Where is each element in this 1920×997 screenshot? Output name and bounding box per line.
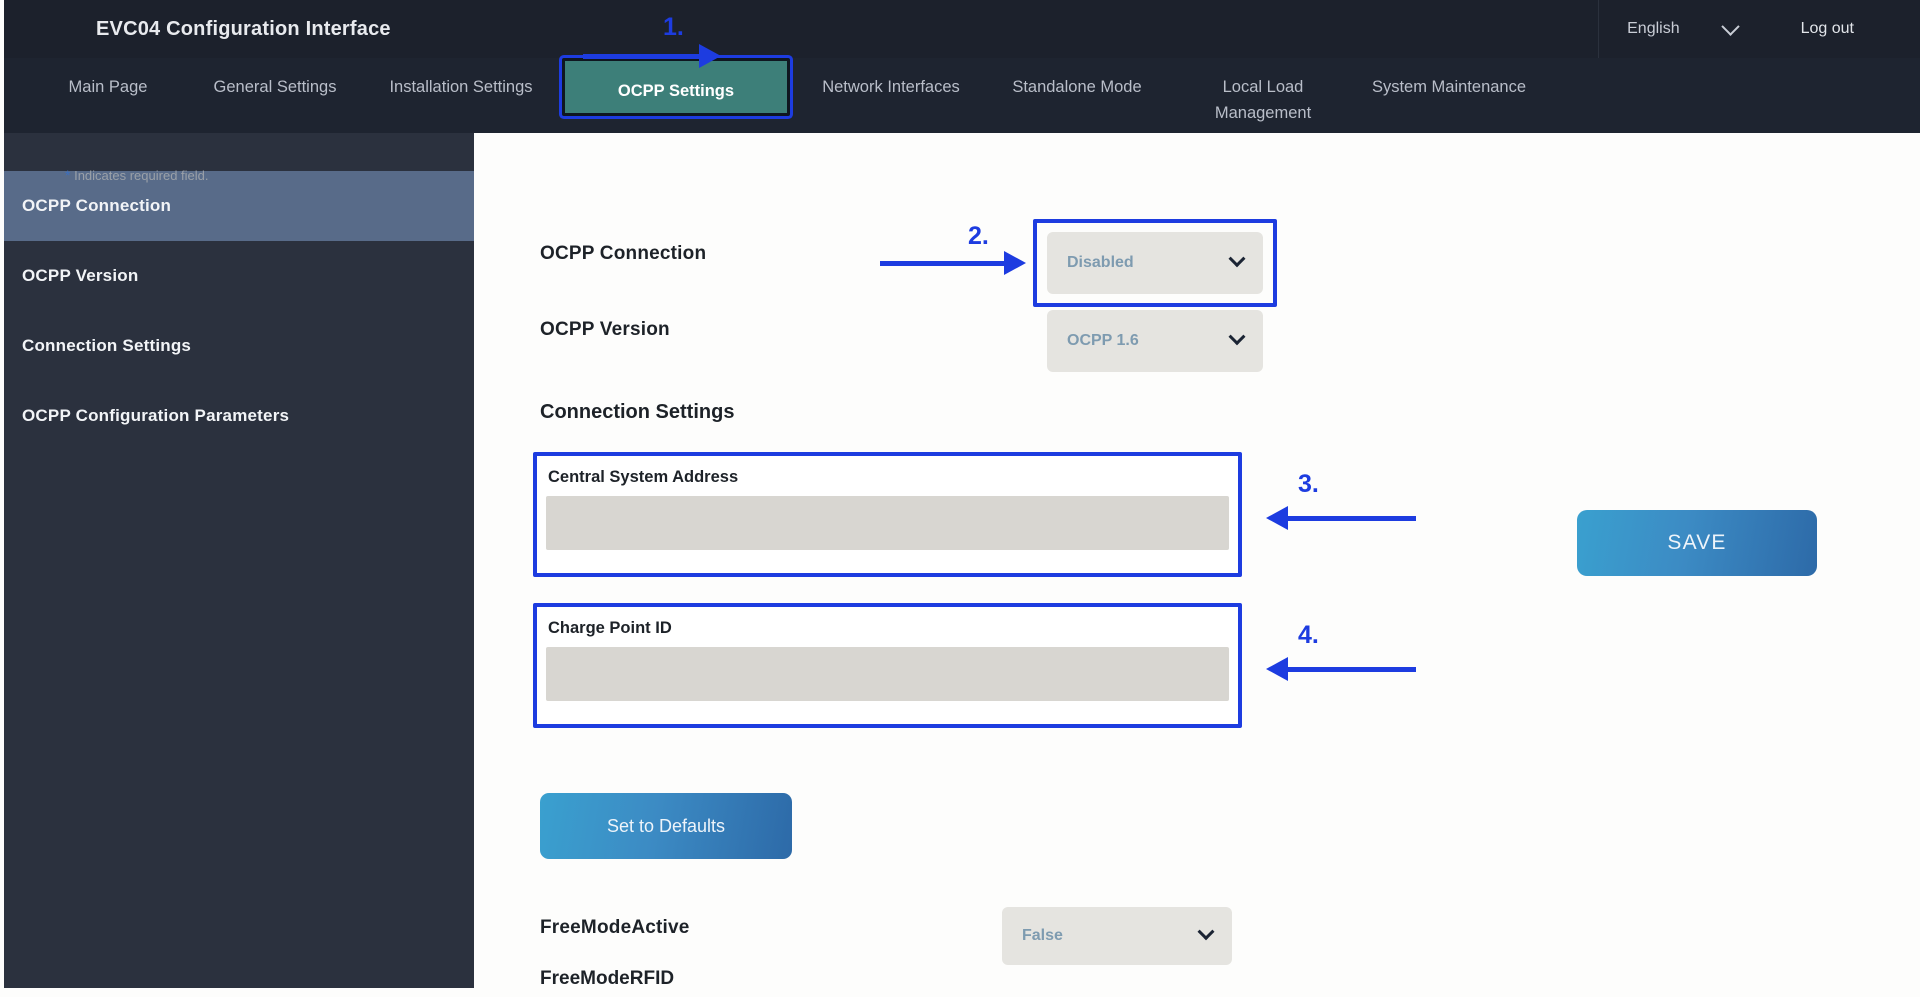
sidebar: OCPP Connection OCPP Version Connection … bbox=[4, 133, 474, 988]
ocpp-version-value: OCPP 1.6 bbox=[1067, 332, 1139, 349]
sidebar-item-ocpp-version[interactable]: OCPP Version bbox=[22, 266, 139, 285]
label-charge-point-id: Charge Point ID bbox=[548, 619, 672, 637]
nav-item-ocpp-settings[interactable]: OCPP Settings bbox=[562, 58, 790, 116]
annotation-arrow-4-line bbox=[1288, 667, 1416, 672]
top-header: EVC04 Configuration Interface English Lo… bbox=[4, 0, 1920, 58]
free-mode-active-value: False bbox=[1022, 927, 1063, 944]
sidebar-item-ocpp-connection[interactable]: OCPP Connection bbox=[4, 171, 474, 241]
nav-item-standalone-mode[interactable]: Standalone Mode bbox=[1012, 78, 1142, 96]
annotation-arrow-2-line bbox=[880, 261, 1004, 266]
section-title-connection-settings: Connection Settings bbox=[540, 401, 735, 423]
nav-item-local-load-management[interactable]: Local Load Management bbox=[1214, 78, 1312, 122]
central-system-address-input[interactable] bbox=[546, 496, 1229, 550]
required-field-note: * Indicates required field. bbox=[65, 167, 209, 183]
nav-item-system-maintenance[interactable]: System Maintenance bbox=[1371, 78, 1527, 96]
annotation-step-4: 4. bbox=[1298, 621, 1319, 649]
label-ocpp-connection: OCPP Connection bbox=[540, 243, 707, 264]
logout-button[interactable]: Log out bbox=[1800, 20, 1854, 37]
row-free-mode-active: FreeModeActive bbox=[540, 917, 690, 939]
language-selector[interactable]: English bbox=[1598, 0, 1760, 58]
row-ocpp-connection: OCPP Connection bbox=[540, 243, 706, 265]
chevron-down-icon bbox=[1197, 923, 1215, 941]
row-ocpp-version: OCPP Version bbox=[540, 319, 670, 341]
ocpp-connection-dropdown[interactable]: Disabled bbox=[1047, 232, 1263, 294]
required-asterisk: * bbox=[65, 167, 71, 183]
highlight-ocpp-connection-dropdown bbox=[1033, 219, 1277, 307]
chevron-down-icon bbox=[1228, 328, 1246, 346]
required-field-text: Indicates required field. bbox=[74, 168, 209, 183]
sidebar-item-connection-settings[interactable]: Connection Settings bbox=[22, 336, 192, 355]
nav-item-main-page[interactable]: Main Page bbox=[68, 78, 148, 96]
set-to-defaults-button[interactable]: Set to Defaults bbox=[540, 793, 792, 859]
free-mode-active-dropdown[interactable]: False bbox=[1002, 907, 1232, 965]
annotation-arrow-3-head bbox=[1266, 506, 1288, 530]
chevron-down-icon bbox=[1720, 16, 1740, 36]
sidebar-item-ocpp-configuration-parameters[interactable]: OCPP Configuration Parameters bbox=[22, 406, 290, 425]
charge-point-id-input[interactable] bbox=[546, 647, 1229, 701]
label-next-row-clipped: FreeModeRFID bbox=[540, 968, 675, 984]
annotation-arrow-2-head bbox=[1004, 251, 1026, 275]
ocpp-connection-value: Disabled bbox=[1067, 254, 1134, 271]
field-charge-point-id: Charge Point ID bbox=[533, 603, 1242, 728]
main-navigation: Main Page General Settings Installation … bbox=[4, 58, 1920, 133]
annotation-arrow-3-line bbox=[1288, 516, 1416, 521]
language-label: English bbox=[1627, 20, 1680, 37]
nav-item-installation-settings[interactable]: Installation Settings bbox=[389, 78, 533, 96]
label-central-system-address: Central System Address bbox=[548, 468, 739, 486]
annotation-arrow-1-line bbox=[583, 54, 699, 59]
field-central-system-address: Central System Address bbox=[533, 452, 1242, 577]
annotation-step-1: 1. bbox=[663, 13, 684, 41]
nav-item-general-settings[interactable]: General Settings bbox=[213, 78, 337, 96]
annotation-step-3: 3. bbox=[1298, 470, 1319, 498]
nav-item-network-interfaces[interactable]: Network Interfaces bbox=[822, 78, 960, 96]
ocpp-version-dropdown[interactable]: OCPP 1.6 bbox=[1047, 310, 1263, 372]
annotation-arrow-4-head bbox=[1266, 657, 1288, 681]
label-ocpp-version: OCPP Version bbox=[540, 319, 670, 340]
label-free-mode-active: FreeModeActive bbox=[540, 917, 690, 938]
header-right-controls: English Log out bbox=[1598, 0, 1920, 58]
annotation-step-2: 2. bbox=[968, 222, 989, 250]
page-title: EVC04 Configuration Interface bbox=[96, 17, 391, 40]
annotation-arrow-1-head bbox=[699, 44, 721, 68]
save-button[interactable]: SAVE bbox=[1577, 510, 1817, 576]
